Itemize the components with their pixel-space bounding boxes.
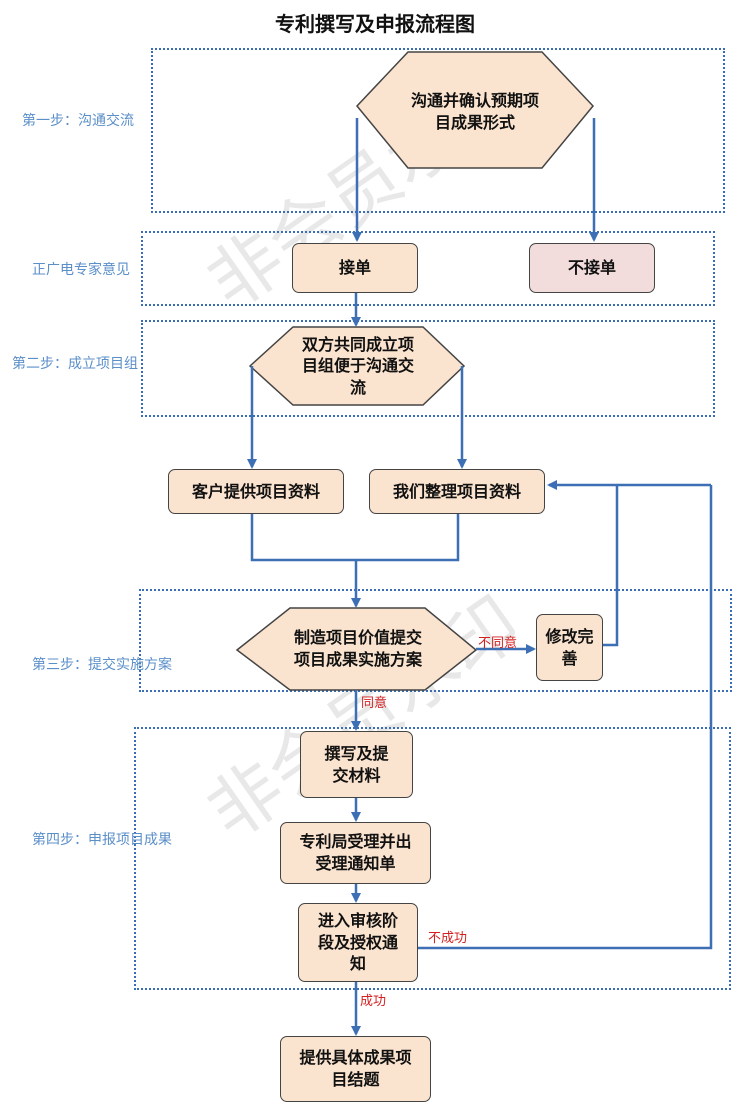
office-node: 专利局受理并出受理通知单 — [280, 822, 431, 884]
success-label: 成功 — [360, 994, 387, 1009]
reject-node: 不接单 — [529, 243, 655, 293]
revise-node: 修改完善 — [536, 614, 603, 681]
page-title: 专利撰写及申报流程图 — [275, 12, 475, 36]
edge-fail-loop — [418, 485, 713, 950]
step4-label: 第四步：申报项目成果 — [32, 832, 172, 848]
accept-node: 接单 — [292, 243, 418, 293]
write-node: 撰写及提交材料 — [300, 731, 413, 798]
team-hexagon — [248, 326, 466, 406]
client-material-node: 客户提供项目资料 — [168, 469, 344, 514]
plan-node: 制造项目价值提交项目成果实施方案 — [294, 628, 423, 669]
team-node: 双方共同成立项目组便于沟通交流 — [301, 334, 414, 397]
communicate-node: 沟通并确认预期项目成果形式 — [410, 91, 539, 132]
result-node: 提供具体成果项目结题 — [280, 1036, 431, 1102]
edge-merge — [250, 514, 460, 562]
expert-label: 正广电专家意见 — [32, 262, 130, 278]
step2-zone — [141, 320, 715, 417]
agree-label: 同意 — [361, 696, 388, 711]
communicate-hexagon — [356, 51, 594, 169]
our-material-node: 我们整理项目资料 — [369, 469, 545, 514]
step1-zone — [151, 48, 725, 213]
step2-label: 第二步：成立项目组 — [12, 356, 138, 372]
disagree-label: 不同意 — [478, 636, 518, 651]
step3-zone — [139, 589, 732, 692]
expert-zone — [141, 231, 715, 306]
step1-label: 第一步：沟通交流 — [22, 113, 134, 129]
fail-label: 不成功 — [428, 931, 468, 946]
edge-revise-loop — [603, 485, 619, 647]
review-node: 进入审核阶段及授权通知 — [298, 903, 418, 982]
step3-label: 第三步：提交实施方案 — [32, 657, 172, 673]
step4-zone — [134, 727, 731, 990]
